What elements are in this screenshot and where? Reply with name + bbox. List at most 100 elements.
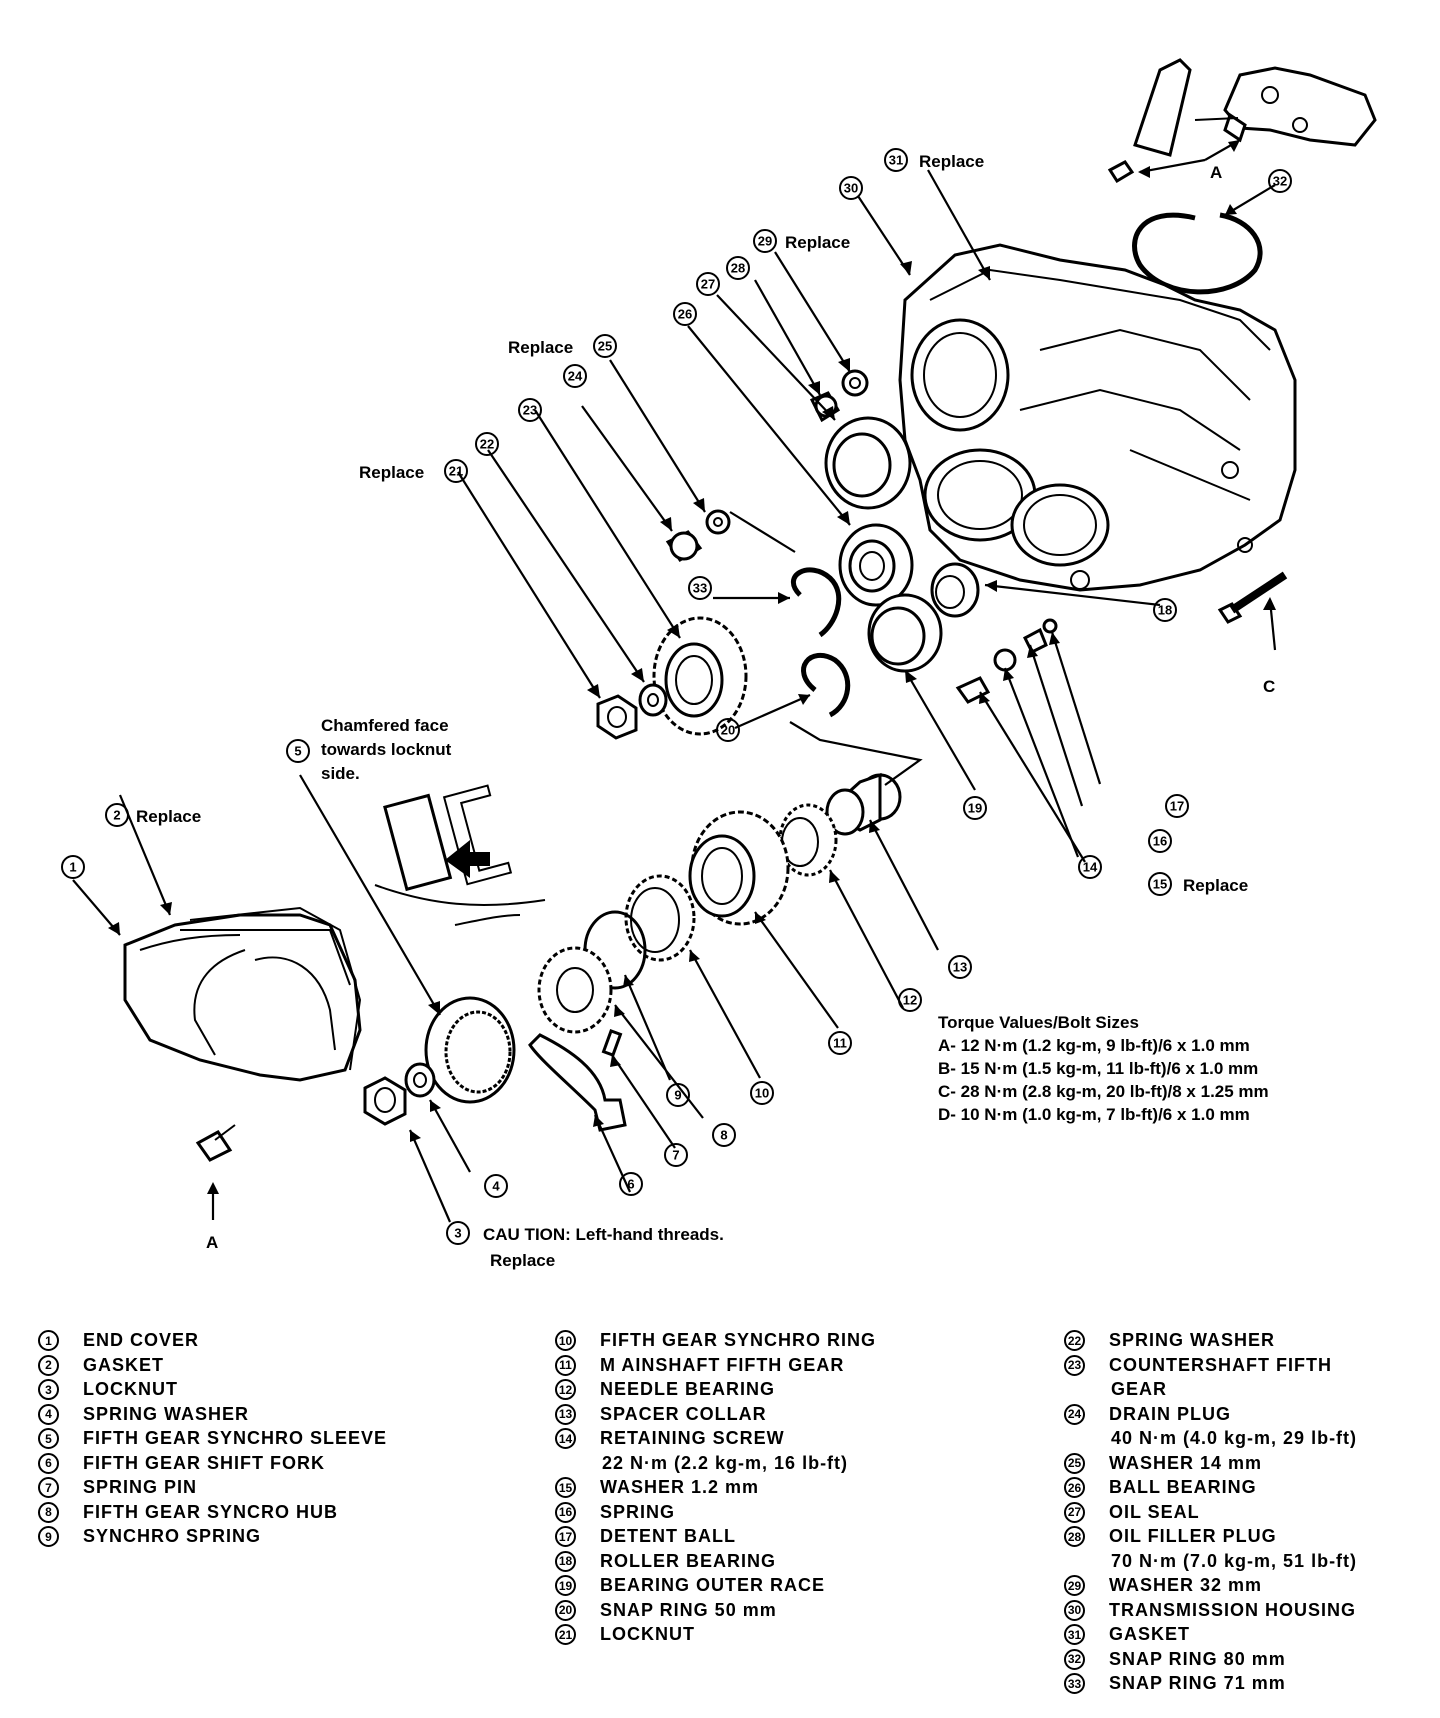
svg-text:17: 17 xyxy=(1170,799,1184,814)
legend-text: SPRING xyxy=(600,1501,676,1522)
callout-7: 7 xyxy=(664,1143,688,1167)
legend-item-detail: 22 N·m (2.2 kg-m, 16 lb-ft) xyxy=(555,1453,876,1478)
legend-number: 17 xyxy=(555,1526,576,1547)
callout-12: 12 xyxy=(898,988,922,1012)
callout-3: 3 xyxy=(446,1221,470,1245)
mainshaft-fifth-gear-drawing xyxy=(688,810,790,926)
legend-number: 16 xyxy=(555,1501,576,1523)
svg-text:13: 13 xyxy=(953,960,967,975)
callout-23: 23 xyxy=(518,398,542,422)
spring-pin-drawing xyxy=(601,1029,623,1057)
legend-text: WASHER 14 mm xyxy=(1109,1452,1263,1473)
torque-row-d: D- 10 N·m (1.0 kg-m, 7 lb-ft)/6 x 1.0 mm xyxy=(938,1105,1250,1124)
svg-text:18: 18 xyxy=(1158,603,1172,618)
shift-fork-drawing xyxy=(528,1033,627,1132)
legend-text: 22 N·m (2.2 kg-m, 16 lb-ft) xyxy=(602,1452,849,1473)
legend-number: 33 xyxy=(1064,1673,1085,1694)
legend-text: TRANSMISSION HOUSING xyxy=(1109,1599,1357,1620)
roller-bearing-drawing xyxy=(930,562,980,618)
letter-c: C xyxy=(1263,677,1275,696)
callout-19: 19 xyxy=(963,796,987,820)
legend-number: 8 xyxy=(38,1501,59,1523)
legend-text: LOCKNUT xyxy=(83,1379,178,1399)
callout-33: 33 xyxy=(688,576,712,600)
legend-text: DETENT BALL xyxy=(600,1526,736,1546)
callout-27: 27 xyxy=(696,272,720,296)
legend-number: 23 xyxy=(1064,1354,1085,1376)
legend-number: 26 xyxy=(1064,1477,1085,1498)
mount-bracket-drawing xyxy=(1107,58,1377,184)
svg-text:21: 21 xyxy=(449,464,463,479)
legend-text: GEAR xyxy=(1111,1379,1168,1399)
letter-a-bottom: A xyxy=(206,1233,218,1252)
locknut-21-drawing xyxy=(596,694,638,740)
legend-number: 2 xyxy=(38,1354,59,1376)
synchro-hub-drawing xyxy=(537,946,613,1034)
legend-item: 16 SPRING xyxy=(555,1501,876,1527)
legend-text: GASKET xyxy=(83,1354,165,1375)
svg-text:11: 11 xyxy=(833,1036,847,1051)
caution-note: CAU TION: Left-hand threads. xyxy=(483,1225,724,1244)
needle-bearing-drawing xyxy=(778,803,838,877)
legend-item: 17 DETENT BALL xyxy=(555,1526,876,1551)
svg-text:7: 7 xyxy=(672,1148,679,1163)
svg-text:19: 19 xyxy=(968,801,982,816)
callout-label-21: Replace xyxy=(359,463,424,482)
svg-text:33: 33 xyxy=(693,581,707,596)
callout-8: 8 xyxy=(712,1123,736,1147)
torque-row-c: C- 28 N·m (2.8 kg-m, 20 lb-ft)/8 x 1.25 … xyxy=(938,1082,1269,1101)
legend-text: FIFTH GEAR SHIFT FORK xyxy=(83,1452,325,1473)
legend-number: 31 xyxy=(1064,1624,1085,1645)
legend-number: 22 xyxy=(1064,1330,1085,1351)
callout-5: 5 xyxy=(286,739,310,763)
chamfer-note-line3: side. xyxy=(321,764,360,783)
legend-text: SNAP RING 50 mm xyxy=(600,1599,777,1620)
callout-32: 32 xyxy=(1268,169,1292,193)
legend-text: GASKET xyxy=(1109,1624,1191,1644)
callout-numbers: 31 30 32 29 28 27 26 25 24 23 22 21 33 2… xyxy=(61,148,1292,1245)
legend-text: SPACER COLLAR xyxy=(600,1403,767,1424)
callout-20: 20 xyxy=(716,718,740,742)
callout-25: 25 xyxy=(593,334,617,358)
svg-text:23: 23 xyxy=(523,403,537,418)
snap-ring-80-drawing xyxy=(1132,212,1263,295)
svg-text:6: 6 xyxy=(627,1177,634,1192)
callout-22: 22 xyxy=(475,432,499,456)
legend-number: 29 xyxy=(1064,1575,1085,1596)
chamfer-note-line2: towards locknut xyxy=(321,740,452,759)
callout-11: 11 xyxy=(828,1031,852,1055)
legend-number: 25 xyxy=(1064,1452,1085,1474)
legend-text: OIL FILLER PLUG xyxy=(1109,1526,1277,1546)
callout-24: 24 xyxy=(563,364,587,388)
legend-text: ROLLER BEARING xyxy=(600,1550,776,1571)
legend-text: 70 N·m (7.0 kg-m, 51 lb-ft) xyxy=(1111,1550,1358,1571)
callout-4: 4 xyxy=(484,1174,508,1198)
callout-label-29: Replace xyxy=(785,233,850,252)
callout-17: 17 xyxy=(1165,794,1189,818)
legend-item-detail: GEAR xyxy=(1064,1379,1357,1404)
chamfer-note-line1: Chamfered face xyxy=(321,716,449,735)
legend-number: 4 xyxy=(38,1403,59,1425)
legend-item-detail: 70 N·m (7.0 kg-m, 51 lb-ft) xyxy=(1064,1551,1357,1576)
callout-28: 28 xyxy=(726,256,750,280)
svg-text:32: 32 xyxy=(1273,174,1287,189)
legend-number: 19 xyxy=(555,1575,576,1596)
gasket-drawing xyxy=(189,906,362,1071)
legend-text: SYNCHRO SPRING xyxy=(83,1526,262,1546)
snap-ring-71-drawing xyxy=(791,567,842,638)
svg-text:8: 8 xyxy=(720,1128,727,1143)
drain-plug-drawing xyxy=(665,509,731,563)
oil-seal-drawing xyxy=(824,416,912,510)
legend-number: 1 xyxy=(38,1330,59,1351)
